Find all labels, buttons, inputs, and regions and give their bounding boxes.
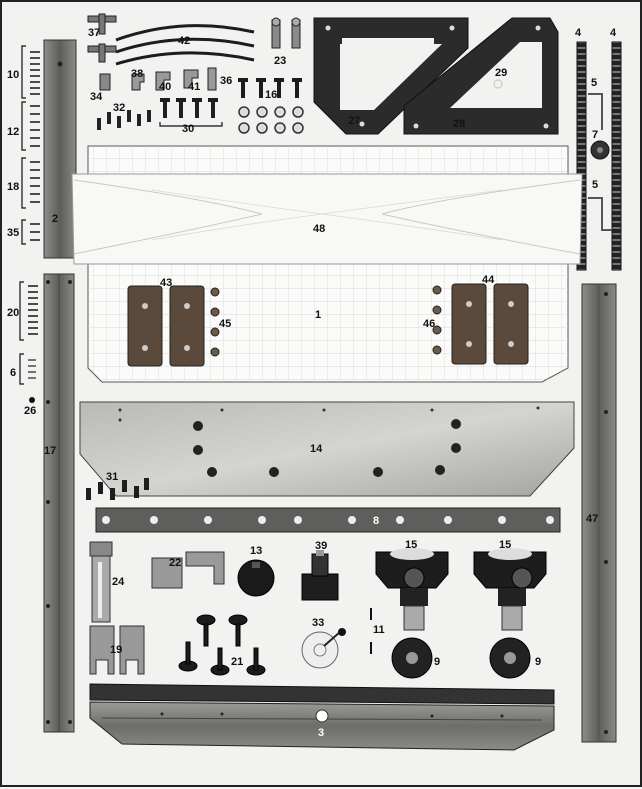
label-36: 36 xyxy=(220,75,233,87)
wheels-9 xyxy=(391,637,531,679)
bracket-27 xyxy=(313,17,469,135)
label-11: 11 xyxy=(373,624,385,636)
blocks-19 xyxy=(89,625,145,675)
label-28: 28 xyxy=(453,118,466,130)
housing-15-left xyxy=(375,548,449,631)
knobs-21 xyxy=(178,614,266,676)
label-29: 29 xyxy=(495,67,508,79)
bracket-20 xyxy=(19,281,24,341)
screws-20 xyxy=(28,285,38,335)
label-18: 18 xyxy=(7,181,20,193)
bolts-30 xyxy=(160,98,218,118)
label-21: 21 xyxy=(231,656,244,668)
label-4b: 4 xyxy=(610,27,617,39)
label-34: 34 xyxy=(90,91,103,103)
plugs-45 xyxy=(210,287,220,357)
plugs-46 xyxy=(432,285,442,355)
housing-15-right xyxy=(473,548,547,631)
label-20: 20 xyxy=(7,307,20,319)
pads-43 xyxy=(127,285,205,367)
label-30: 30 xyxy=(182,123,195,135)
bracket-28 xyxy=(403,17,559,135)
gear-7 xyxy=(590,140,610,160)
label-7: 7 xyxy=(592,129,599,141)
label-38: 38 xyxy=(131,68,144,80)
label-33: 33 xyxy=(312,617,325,629)
label-10: 10 xyxy=(7,69,20,81)
ball-26 xyxy=(29,397,35,403)
label-42: 42 xyxy=(178,35,191,47)
tee-fitting-37 xyxy=(87,13,117,63)
wood-board-48 xyxy=(71,173,583,265)
label-5b: 5 xyxy=(592,179,599,191)
brackets-left xyxy=(21,45,26,245)
label-13: 13 xyxy=(250,545,263,557)
bracket-6 xyxy=(19,353,24,385)
label-23: 23 xyxy=(274,55,287,67)
bar-2 xyxy=(43,39,77,259)
label-9b: 9 xyxy=(535,656,542,668)
label-35: 35 xyxy=(7,227,20,239)
label-44: 44 xyxy=(482,274,495,286)
fittings xyxy=(99,67,217,91)
label-8: 8 xyxy=(373,515,380,527)
label-46: 46 xyxy=(423,318,436,330)
label-39: 39 xyxy=(315,540,328,552)
label-27: 27 xyxy=(348,115,361,127)
screws-left-top xyxy=(30,51,40,241)
label-2: 2 xyxy=(52,213,59,225)
label-41: 41 xyxy=(188,81,201,93)
label-4a: 4 xyxy=(575,27,582,39)
plate-14 xyxy=(79,401,575,497)
label-15a: 15 xyxy=(405,539,418,551)
label-17: 17 xyxy=(44,445,57,457)
label-32: 32 xyxy=(113,102,126,114)
label-5a: 5 xyxy=(591,77,598,89)
label-48: 48 xyxy=(313,223,326,235)
blocks-22 xyxy=(151,551,225,589)
label-9a: 9 xyxy=(434,656,441,668)
label-45: 45 xyxy=(219,318,232,330)
label-6: 6 xyxy=(10,367,17,379)
screws-32 xyxy=(97,110,151,130)
label-14: 14 xyxy=(310,443,323,455)
label-15b: 15 xyxy=(499,539,512,551)
label-3: 3 xyxy=(318,727,325,739)
label-12: 12 xyxy=(7,126,20,138)
bolts-16 xyxy=(238,78,302,98)
label-31: 31 xyxy=(106,471,119,483)
fittings-23 xyxy=(271,17,301,49)
pads-44 xyxy=(451,283,529,365)
rack-strips-4 xyxy=(576,41,622,271)
label-26: 26 xyxy=(24,405,37,417)
motor-39 xyxy=(301,550,339,601)
label-24: 24 xyxy=(112,576,125,588)
label-37: 37 xyxy=(88,27,101,39)
tubes-42 xyxy=(115,24,255,66)
dial-33 xyxy=(301,628,346,669)
clamp-24 xyxy=(89,541,113,623)
brackets-5 xyxy=(588,93,612,231)
washers-16 xyxy=(238,106,304,134)
label-43: 43 xyxy=(160,277,173,289)
label-22: 22 xyxy=(169,557,182,569)
screws-31 xyxy=(86,478,149,500)
label-16: 16 xyxy=(265,89,278,101)
rail-47 xyxy=(581,283,617,743)
bar-8 xyxy=(95,507,561,533)
rail-17 xyxy=(43,273,75,733)
label-40: 40 xyxy=(159,81,172,93)
knob-13 xyxy=(237,559,275,597)
label-19: 19 xyxy=(110,644,123,656)
rail-3 xyxy=(89,683,555,751)
label-1: 1 xyxy=(315,309,322,321)
pins-6 xyxy=(28,359,36,379)
label-47: 47 xyxy=(586,513,599,525)
